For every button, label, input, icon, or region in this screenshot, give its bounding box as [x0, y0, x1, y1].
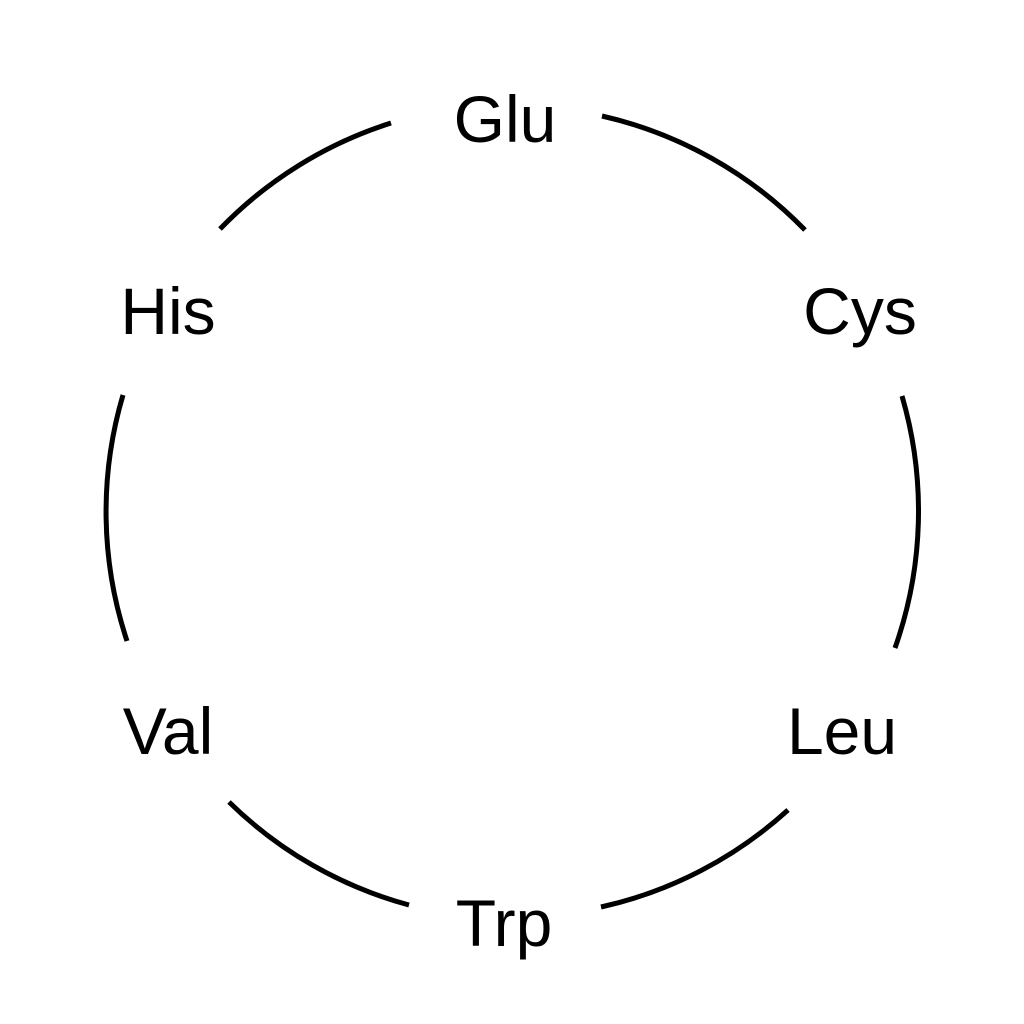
edge-his-glu [218, 120, 392, 231]
node-leu: Leu [787, 694, 897, 768]
edge-val-his [103, 394, 130, 642]
node-his: His [120, 274, 215, 348]
edge-glu-cys [601, 113, 807, 232]
node-glu: Glu [454, 82, 557, 156]
node-cys: Cys [803, 274, 917, 348]
edge-leu-trp [600, 808, 790, 910]
edge-trp-val [227, 800, 410, 908]
node-trp: Trp [456, 886, 553, 960]
node-val: Val [123, 694, 214, 768]
edge-cys-leu [892, 395, 921, 649]
